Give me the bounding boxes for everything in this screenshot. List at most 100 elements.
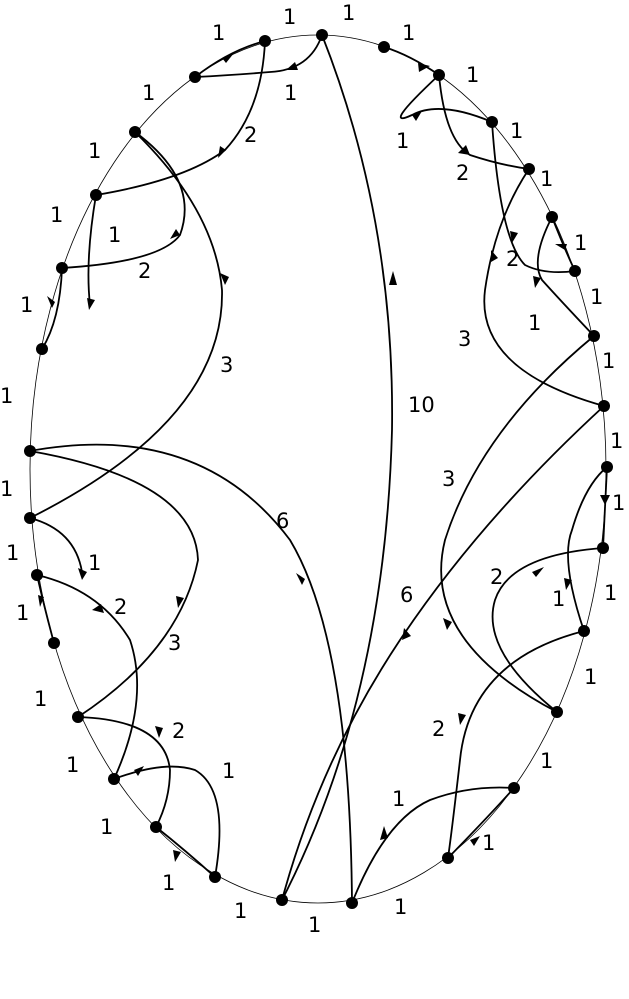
edge-label: 1 bbox=[108, 223, 121, 247]
node bbox=[601, 461, 613, 473]
outer-label: 1 bbox=[212, 21, 225, 45]
arrowhead bbox=[47, 296, 55, 308]
edge-label: 3 bbox=[220, 353, 233, 377]
arrowhead bbox=[222, 53, 234, 63]
edge-label: 6 bbox=[400, 583, 413, 607]
arrowhead bbox=[92, 604, 104, 613]
arrowhead bbox=[600, 495, 610, 505]
arrowhead bbox=[380, 826, 388, 840]
edge-label: 2 bbox=[432, 717, 445, 741]
outer-label: 1 bbox=[394, 895, 407, 919]
outer-label: 1 bbox=[604, 581, 617, 605]
edge bbox=[29, 450, 199, 718]
arrowhead bbox=[491, 250, 498, 262]
arrowhead bbox=[418, 63, 430, 72]
edge bbox=[491, 547, 604, 713]
node bbox=[48, 637, 60, 649]
arrowhead bbox=[38, 595, 44, 607]
edge bbox=[41, 267, 63, 350]
arrowhead bbox=[458, 713, 466, 725]
edge bbox=[29, 517, 83, 573]
edge-label: 2 bbox=[456, 161, 469, 185]
outer-label: 1 bbox=[402, 21, 415, 45]
arrowhead bbox=[220, 273, 229, 285]
edge-label: 2 bbox=[490, 565, 503, 589]
edge-label: 3 bbox=[168, 631, 181, 655]
edge-label: 2 bbox=[114, 595, 127, 619]
node bbox=[486, 116, 498, 128]
outer-label: 1 bbox=[100, 815, 113, 839]
edge bbox=[281, 405, 605, 901]
edge-label: 6 bbox=[276, 509, 289, 533]
outer-label: 1 bbox=[162, 871, 175, 895]
outer-label: 1 bbox=[66, 753, 79, 777]
node bbox=[108, 773, 120, 785]
node bbox=[442, 852, 454, 864]
node bbox=[523, 163, 535, 175]
node bbox=[189, 71, 201, 83]
arrowhead bbox=[532, 567, 544, 577]
outer-label: 1 bbox=[0, 384, 13, 408]
edge bbox=[87, 194, 97, 306]
edge bbox=[77, 716, 171, 828]
node bbox=[546, 211, 558, 223]
edge-label: 3 bbox=[442, 467, 455, 491]
edge-label: 1 bbox=[552, 587, 565, 611]
edge bbox=[155, 826, 216, 878]
node bbox=[378, 41, 390, 53]
outer-label: 1 bbox=[20, 293, 33, 317]
node bbox=[129, 126, 141, 138]
node bbox=[150, 821, 162, 833]
arrowhead bbox=[470, 836, 480, 846]
outer-label: 1 bbox=[574, 231, 587, 255]
edge bbox=[351, 786, 515, 904]
edge bbox=[29, 131, 223, 519]
edge-label: 1 bbox=[222, 759, 235, 783]
outer-label: 1 bbox=[16, 601, 29, 625]
arrowhead bbox=[402, 628, 411, 640]
node bbox=[551, 706, 563, 718]
edge bbox=[440, 335, 595, 713]
outer-label: 1 bbox=[466, 63, 479, 87]
outer-label: 1 bbox=[612, 491, 625, 515]
edge-label: 2 bbox=[138, 259, 151, 283]
outer-label: 1 bbox=[50, 203, 63, 227]
arrowhead bbox=[458, 145, 470, 155]
arrowhead bbox=[389, 271, 397, 285]
outer-label: 1 bbox=[602, 349, 615, 373]
arrowhead bbox=[134, 766, 144, 776]
outer-label: 1 bbox=[540, 167, 553, 191]
node bbox=[578, 625, 590, 637]
arrowhead bbox=[296, 573, 305, 585]
edge bbox=[567, 466, 608, 632]
edges bbox=[29, 34, 608, 904]
outer-label: 1 bbox=[308, 913, 321, 937]
edge-label: 1 bbox=[528, 311, 541, 335]
edge bbox=[447, 787, 515, 859]
outer-label: 1 bbox=[0, 477, 13, 501]
edge bbox=[281, 34, 394, 901]
outer-label: 1 bbox=[283, 5, 296, 29]
outer-label: 1 bbox=[234, 899, 247, 923]
outer-label: 1 bbox=[34, 687, 47, 711]
edge-labels: 1 2 1 2 3 6 10 1 2 2 1 3 3 6 2 1 2 1 1 1… bbox=[88, 81, 565, 855]
outer-label: 1 bbox=[540, 749, 553, 773]
arrowhead bbox=[412, 111, 422, 121]
arrowhead bbox=[173, 850, 181, 862]
edge bbox=[447, 630, 585, 859]
node bbox=[90, 189, 102, 201]
outer-label: 1 bbox=[510, 119, 523, 143]
arrowhead bbox=[443, 618, 452, 630]
edge bbox=[491, 121, 576, 274]
outer-labels: 1 1 1 1 1 1 1 1 1 1 1 1 1 1 1 1 1 1 1 1 … bbox=[0, 1, 625, 937]
node bbox=[433, 69, 445, 81]
edge-label: 1 bbox=[88, 551, 101, 575]
edge-label: 2 bbox=[244, 123, 257, 147]
node bbox=[276, 894, 288, 906]
edge-label: 1 bbox=[392, 787, 405, 811]
node bbox=[508, 782, 520, 794]
arrowhead bbox=[155, 726, 163, 738]
node bbox=[36, 343, 48, 355]
outer-label: 1 bbox=[142, 81, 155, 105]
